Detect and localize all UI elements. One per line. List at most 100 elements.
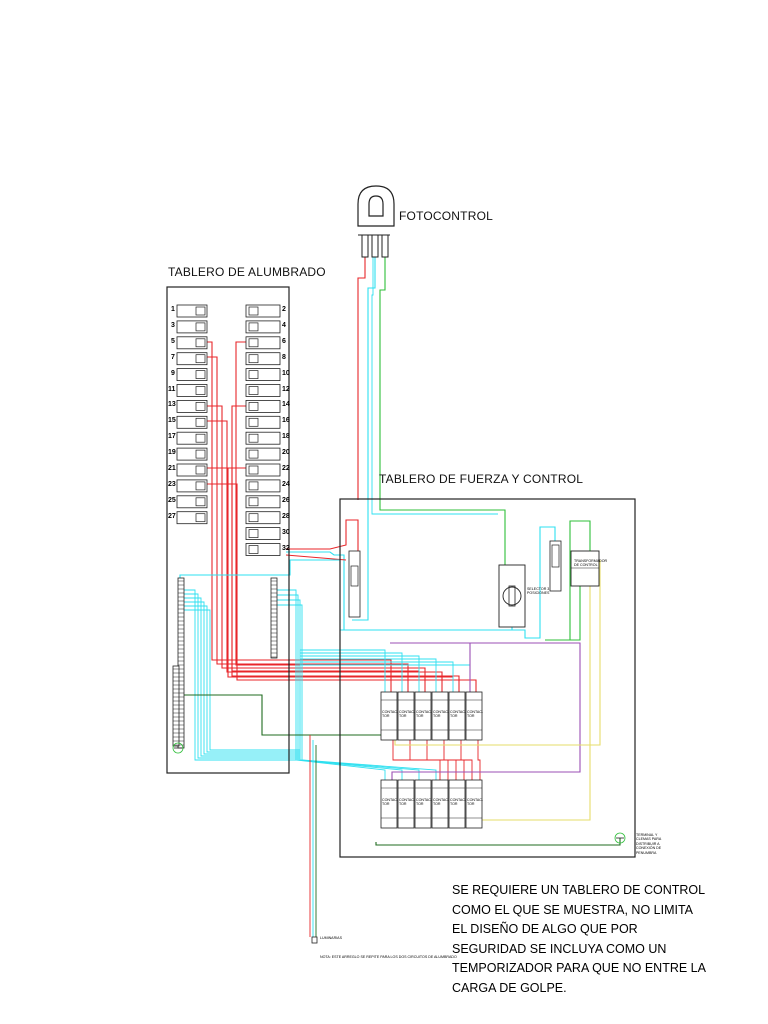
contactor-row-top [397,691,415,741]
wire-red-left [205,467,460,692]
breaker-right-handle [248,338,259,348]
tablero-alumbrado-frame [166,286,290,774]
wire-foto-cyan2 [371,257,498,515]
breaker-right [245,543,281,556]
breaker-left-handle [195,322,206,332]
breaker-number-right: 8 [282,353,286,361]
breaker-right [245,384,281,397]
breaker-right [245,399,281,413]
terminal-strip [172,665,180,747]
breaker-left-handle [195,306,206,316]
contactor-row-top [380,691,398,741]
breaker-left [176,479,208,493]
selector-knob [502,586,522,606]
breaker-number-left: 11 [168,385,176,393]
wire-red-left [205,483,477,692]
wire-red-bottom [443,740,465,780]
breaker-right-handle [248,545,259,554]
design-note: SE REQUIERE UN TABLERO DE CONTROL COMO E… [452,881,752,998]
wire-cyan-run2 [277,589,386,780]
breaker-number-left: 25 [168,496,176,504]
breaker-control [348,550,361,618]
breaker-right [245,320,281,334]
contactor-label: CONTAC-TOR [382,710,399,719]
breaker-right-handle [248,370,259,379]
wire-foto-green [379,257,506,565]
breaker-right-handle [248,465,259,475]
wire-main-red [286,519,359,551]
breaker-number-right: 26 [282,496,290,504]
breaker-left-handle [195,449,206,459]
breaker-number-right: 24 [282,480,290,488]
ground-icon [172,742,184,754]
breaker-number-left: 7 [171,353,175,361]
wire-red-bottom [426,740,457,780]
wire-red-bottom [460,740,473,780]
breaker-right-handle [248,354,259,364]
wire-foto-red [357,257,366,500]
breaker-left-handle [195,417,206,427]
fotocontrol-pin [371,234,379,258]
wire-feed-red [285,554,347,561]
contactor-label: CONTAC-TOR [467,710,484,719]
wire-yellow [394,560,601,746]
wire-foto-cyan [352,257,376,621]
breaker-left-handle [195,433,206,443]
tablero-fuerza-frame [339,498,636,858]
breaker-number-right: 22 [282,465,290,472]
note-line: EL DISEÑO DE ALGO QUE POR [452,922,638,936]
contactor-label: CONTAC-TOR [433,710,450,719]
contactor-label: CONTAC-TOR [416,710,433,719]
transformador-label: TRANSFORMADOR DE CONTROL [574,559,608,568]
terminal-strip [270,577,278,659]
breaker-right [245,304,281,318]
wire-red-bottom [477,740,481,780]
wire-dkgreen [177,694,395,743]
wire-cyan-run2 [277,604,437,780]
breaker-left [176,368,208,382]
breaker-number-left: 13 [168,401,176,409]
breaker-left [176,431,208,445]
breaker-left [176,447,208,461]
breaker-right-handle [248,481,259,491]
note-line: CARGA DE GOLPE. [452,980,567,995]
breaker-right [245,447,281,461]
tablero-alumbrado-label: TABLERO DE ALUMBRADO [168,265,326,279]
contactor-row-top [414,691,432,741]
transformador [570,550,600,587]
selector-label: SELECTOR 3 POSICIONES [527,587,550,596]
breaker-left [176,304,208,318]
contactor-row-bottom [414,779,432,829]
wire-cyan-loop [340,526,556,639]
wire-cyan-run2 [277,594,403,780]
contactor-row-bottom [448,779,466,829]
breaker-left-handle [195,338,206,348]
breaker-left-handle [195,465,206,475]
wire-yellow-2 [469,586,591,828]
breaker-number-right: 20 [282,449,290,457]
contactor-label: CONTAC-TOR [399,710,416,719]
breaker-left [176,495,208,509]
wire-purple [390,642,581,780]
breaker-number-right: 16 [282,417,290,425]
breaker-left-handle [195,497,206,507]
terminal-tierra-label: TERMINAL Y CLEMAS PARA DISTRIBUIR A CONE… [636,833,662,855]
nota-inferior-label: NOTA: ESTE ARREGLO SE REPITE PARA LOS DO… [320,955,457,959]
contactor-row-bottom [465,779,483,829]
breaker-left-handle [195,354,206,364]
breaker-number-left: 1 [171,306,175,313]
breaker-right [245,479,281,493]
contactor-row-top [431,691,449,741]
breaker-number-left: 9 [171,369,175,377]
breaker-right [245,368,281,382]
selector-knob-bar [508,585,516,607]
contactor-row-bottom [431,779,449,829]
breaker-right-handle [248,402,259,411]
wire-cyan-run2 [277,599,420,780]
breaker-right-handle [248,449,259,459]
breaker-left-handle [195,402,206,411]
breaker-right [245,336,281,350]
breaker-control-handle [350,565,359,587]
breaker-right-handle [248,386,259,395]
